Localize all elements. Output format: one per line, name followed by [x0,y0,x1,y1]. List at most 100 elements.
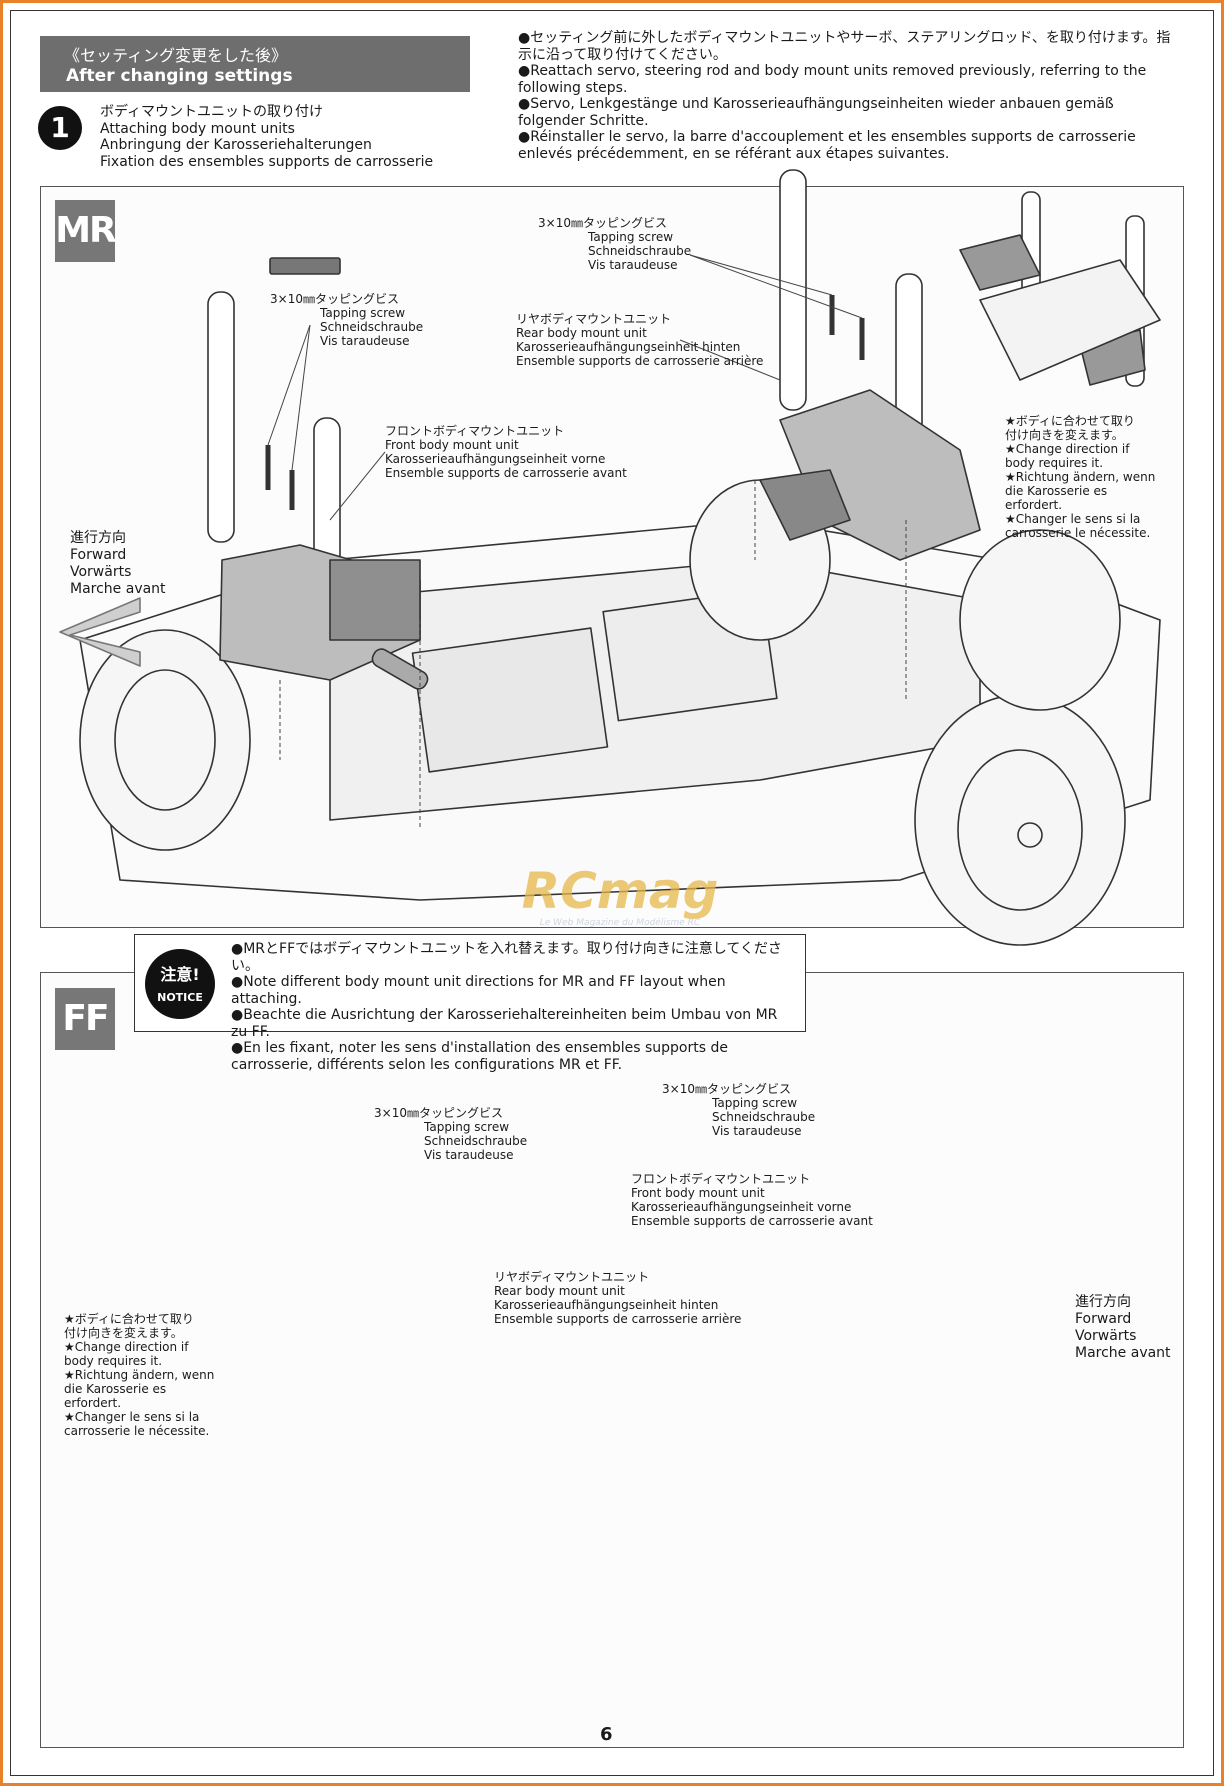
mr-forward-label: 進行方向 Forward Vorwärts Marche avant [70,530,166,598]
label-line: Tapping screw [424,1120,510,1134]
label-line: Schneidschraube [588,244,692,258]
notice-line: ●MRとFFではボディマウントユニットを入れ替えます。取り付け向きに注意してくだ… [231,941,782,974]
instruction-note: ●セッティング前に外したボディマウントユニットやサーボ、ステアリングロッド、を取… [518,30,1180,162]
section-title-jp: 《セッティング変更をした後》 [64,46,288,65]
label-line: Marche avant [1075,1345,1171,1361]
label-line: Karosserieaufhängungseinheit hinten [494,1298,719,1312]
label-line: carrosserie le nécessite. [64,1424,210,1438]
mr-inset-drawing [959,191,1161,387]
watermark-tagline: Le Web Magazine du Modélisme RC [539,918,701,928]
label-line: Forward [70,547,127,563]
label-line: Ensemble supports de carrosserie avant [631,1214,873,1228]
label-line: 付け向きを変えます。 [64,1326,183,1340]
step-title-line: Attaching body mount units [100,120,295,137]
label-line: Front body mount unit [631,1186,765,1200]
label-line: die Karosserie es erfordert. [1005,484,1108,512]
label-line: ★Richtung ändern, wenn [1005,470,1156,484]
step-title: ボディマウントユニットの取り付け Attaching body mount un… [100,104,433,170]
notice-badge: 注意! NOTICE [145,949,215,1019]
label-line: ★Changer le sens si la [1005,512,1141,526]
label-line: Vis taraudeuse [424,1148,514,1162]
label-line: フロントボディマウントユニット [385,424,565,438]
label-line: 進行方向 [1075,1294,1131,1310]
label-line: body requires it. [64,1354,163,1368]
label-line: Ensemble supports de carrosserie arrière [494,1312,742,1326]
mr-forward-arrow [59,597,141,667]
label-line: 付け向きを変えます。 [1005,428,1124,442]
notice-line: ●Beachte die Ausrichtung der Karosserieh… [231,1007,778,1040]
ff-diagram-panel [40,972,1184,1748]
label-line: Rear body mount unit [516,326,647,340]
ff-screw-label-left: 3×10㎜タッピングビス Tapping screw Schneidschrau… [374,1106,527,1162]
label-line: Karosserieaufhängungseinheit vorne [631,1200,852,1214]
label-line: 3×10㎜タッピングビス [538,216,667,230]
label-line: フロントボディマウントユニット [631,1172,811,1186]
label-line: Ensemble supports de carrosserie arrière [516,354,764,368]
label-line: Karosserieaufhängungseinheit hinten [516,340,741,354]
section-header: 《セッティング変更をした後》 After changing settings [40,36,470,92]
label-line: ★Changer le sens si la [64,1410,200,1424]
mr-rear-unit-label: リヤボディマウントユニット Rear body mount unit Karos… [516,312,763,368]
label-line: Vorwärts [70,564,132,580]
label-line: Schneidschraube [320,320,424,334]
label-line: Karosserieaufhängungseinheit vorne [385,452,606,466]
label-line: die Karosserie es erfordert. [64,1382,167,1410]
label-line: Vis taraudeuse [588,258,678,272]
mr-change-direction-note: ★ボディに合わせて取り 付け向きを変えます。 ★Change direction… [1005,414,1165,540]
mr-front-body-mount [207,291,429,690]
section-title-en: After changing settings [66,66,293,86]
label-line: Front body mount unit [385,438,519,452]
notice-box: 注意! NOTICE ●MRとFFではボディマウントユニットを入れ替えます。取り… [134,934,806,1073]
label-line: 3×10㎜タッピングビス [662,1082,791,1096]
label-line: リヤボディマウントユニット [494,1270,650,1284]
label-line: Vis taraudeuse [320,334,410,348]
ff-front-unit-label: フロントボディマウントユニット Front body mount unit Ka… [631,1172,873,1228]
mr-screw-label-right: 3×10㎜タッピングビス Tapping screw Schneidschrau… [538,216,691,272]
label-line: Schneidschraube [712,1110,816,1124]
note-line: ●セッティング前に外したボディマウントユニットやサーボ、ステアリングロッド、を取… [518,30,1171,63]
notice-text: ●MRとFFではボディマウントユニットを入れ替えます。取り付け向きに注意してくだ… [231,941,796,1073]
label-line: Tapping screw [320,306,406,320]
ff-change-direction-note: ★ボディに合わせて取り 付け向きを変えます。 ★Change direction… [64,1312,226,1438]
mr-screws [265,257,865,510]
mr-leader-lines [267,254,907,830]
label-line: ★ボディに合わせて取り [64,1312,194,1326]
step-number-badge: 1 [38,106,82,150]
note-line: ●Reattach servo, steering rod and body m… [518,63,1147,96]
label-line: 3×10㎜タッピングビス [270,292,399,306]
notice-badge-en: NOTICE [157,991,203,1004]
label-line: Forward [1075,1311,1132,1327]
notice-badge-jp: 注意! [160,965,200,984]
page-number: 6 [600,1724,613,1745]
ff-forward-label: 進行方向 Forward Vorwärts Marche avant [1075,1294,1171,1362]
notice-line: ●En les fixant, noter les sens d'install… [231,1040,728,1073]
label-line: ★Richtung ändern, wenn [64,1368,215,1382]
watermark-brand: RCmag [521,862,719,920]
label-line: ★ボディに合わせて取り [1005,414,1135,428]
notice-line: ●Note different body mount unit directio… [231,974,726,1007]
label-line: リヤボディマウントユニット [516,312,672,326]
label-line: Tapping screw [712,1096,798,1110]
label-line: Vis taraudeuse [712,1124,802,1138]
ff-screw-label-right: 3×10㎜タッピングビス Tapping screw Schneidschrau… [662,1082,815,1138]
step-title-line: Fixation des ensembles supports de carro… [100,153,434,170]
label-line: Schneidschraube [424,1134,528,1148]
label-line: ★Change direction if [1005,442,1130,456]
step-title-line: Anbringung der Karosseriehalterungen [100,137,372,153]
mr-rear-body-mount [759,169,981,561]
note-line: ●Servo, Lenkgestänge und Karosserieaufhä… [518,96,1114,129]
label-line: ★Change direction if [64,1340,189,1354]
note-line: ●Réinstaller le servo, la barre d'accoup… [518,129,1136,162]
label-line: 進行方向 [70,530,126,546]
page-border [10,10,1214,1776]
watermark-logo: RCmag Le Web Magazine du Modélisme RC [480,862,760,928]
label-line: 3×10㎜タッピングビス [374,1106,503,1120]
mr-screw-label-left: 3×10㎜タッピングビス Tapping screw Schneidschrau… [270,292,423,348]
label-line: Ensemble supports de carrosserie avant [385,466,627,480]
mr-front-unit-label: フロントボディマウントユニット Front body mount unit Ka… [385,424,627,480]
label-line: body requires it. [1005,456,1104,470]
mr-layout-tag: MR [55,200,117,262]
label-line: Tapping screw [588,230,674,244]
label-line: carrosserie le nécessite. [1005,526,1151,540]
